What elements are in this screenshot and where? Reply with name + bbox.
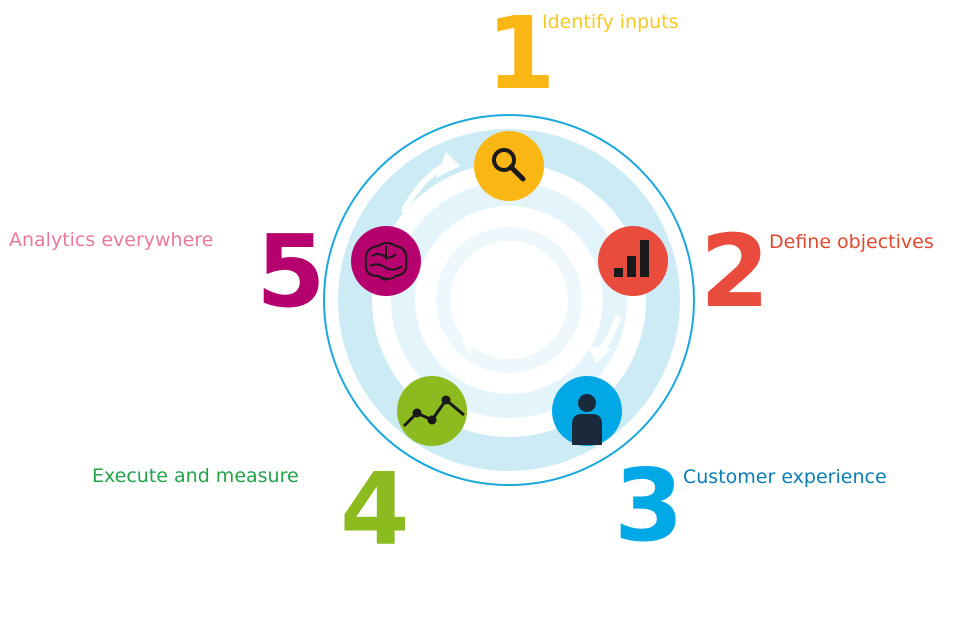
- arrowhead-right: [588, 346, 612, 364]
- step-5-label: Analytics everywhere: [9, 229, 214, 251]
- step-2-label: Define objectives: [769, 231, 934, 253]
- step-3-icon-circle: [552, 376, 622, 446]
- step-4-icon-circle: [397, 376, 467, 446]
- innermost-band: [436, 227, 582, 373]
- line-graph-icon: [402, 395, 465, 428]
- person-icon: [572, 394, 602, 445]
- step-3-number: 3: [614, 447, 684, 564]
- step-2-number: 2: [700, 213, 770, 330]
- bar-chart-icon: [614, 240, 649, 277]
- step-5-number: 5: [256, 213, 326, 330]
- magnifier-icon: [492, 148, 526, 182]
- arrow-inner: [461, 329, 473, 353]
- step-4-number: 4: [340, 451, 410, 568]
- step-2-icon-circle: [598, 226, 668, 296]
- step-1-label: Identify inputs: [542, 11, 679, 33]
- step-4-label: Execute and measure: [92, 465, 299, 487]
- brain-icon: [364, 242, 408, 281]
- step-3-label: Customer experience: [683, 466, 887, 488]
- arrowhead-top-left: [436, 152, 460, 178]
- step-1-icon-circle: [474, 131, 544, 201]
- step-5-icon-circle: [351, 226, 421, 296]
- step-1-number: 1: [486, 0, 556, 112]
